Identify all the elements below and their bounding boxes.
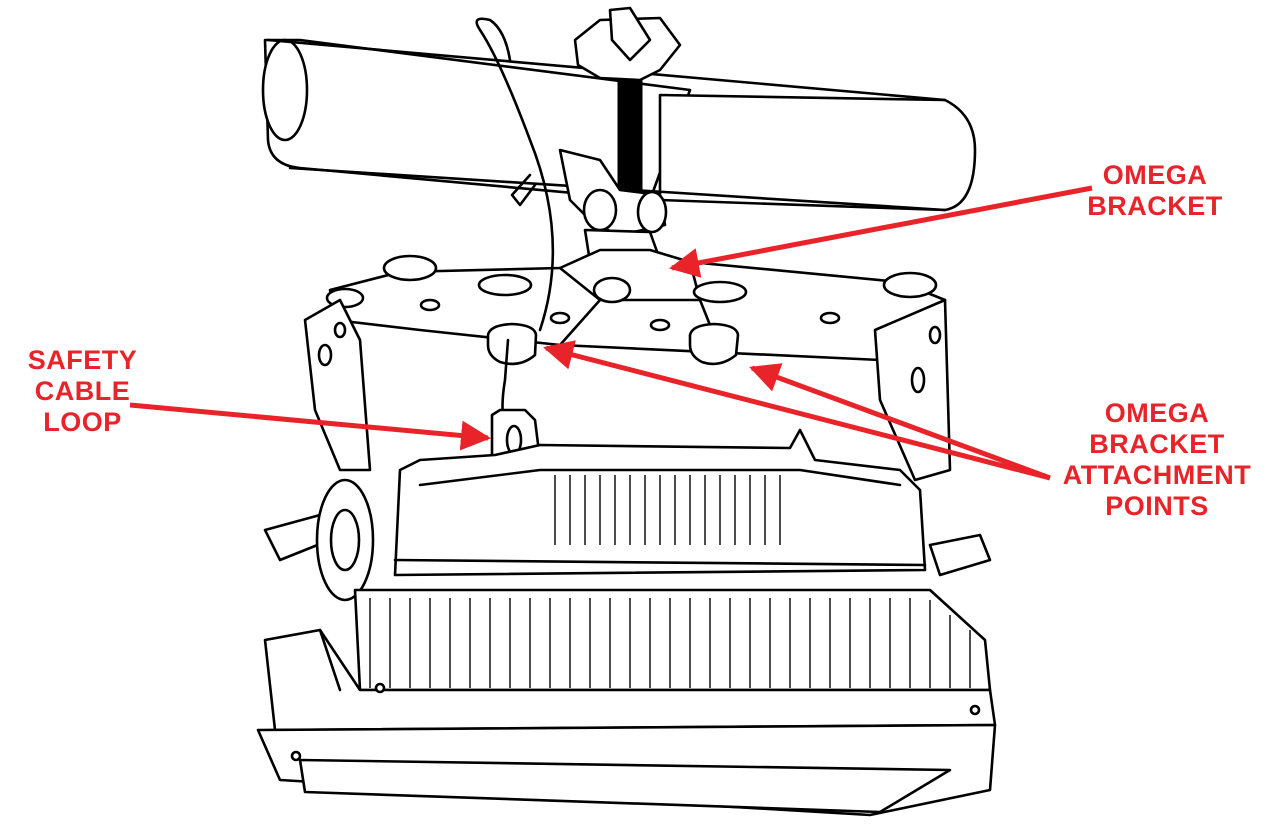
omega-bracket-attachment-points-label: OMEGA BRACKET ATTACHMENT POINTS	[1052, 398, 1262, 522]
safety-cable-loop-label-line3: LOOP	[43, 407, 122, 437]
attachment-points-label-line2: BRACKET	[1089, 429, 1225, 459]
arrow-attachment-point-left	[543, 340, 1051, 481]
omega-bracket	[325, 248, 947, 362]
attachment-points-label-line3: ATTACHMENT	[1062, 460, 1252, 490]
safety-cable-loop-label-line1: SAFETY	[27, 345, 138, 375]
attachment-points-label-line1: OMEGA	[1104, 398, 1210, 428]
safety-cable-loop-label: SAFETY CABLE LOOP	[20, 345, 145, 438]
attachment-points-label-line4: POINTS	[1105, 491, 1209, 521]
arrow-omega-bracket	[669, 185, 1093, 278]
safety-cable-loop-label-line2: CABLE	[34, 376, 131, 406]
mounting-pipe	[261, 38, 977, 212]
omega-bracket-label-line2: BRACKET	[1087, 191, 1223, 221]
tilt-knobs	[263, 478, 992, 602]
fixture-housing	[393, 428, 927, 577]
arrow-attachment-point-right	[749, 363, 1051, 481]
attachment-points	[486, 322, 740, 366]
clamp-assembly	[558, 6, 682, 264]
lower-body	[256, 628, 997, 817]
arrow-safety-cable-loop	[129, 402, 491, 451]
omega-bracket-label: OMEGA BRACKET	[1080, 160, 1230, 222]
callout-arrows	[129, 185, 1093, 481]
heatsink	[353, 588, 992, 692]
omega-bracket-label-line1: OMEGA	[1102, 160, 1208, 190]
